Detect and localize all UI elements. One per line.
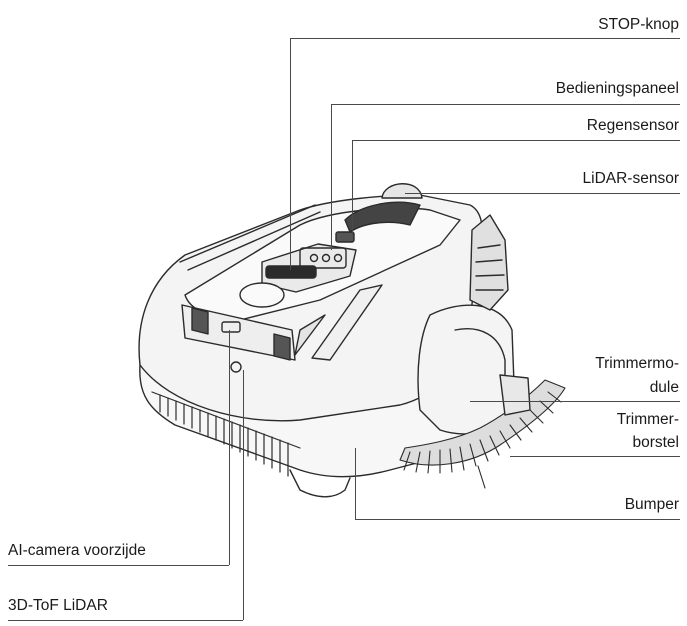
round-top-cap [239, 282, 285, 308]
label-trimmerborstel-line1: Trimmer- [616, 411, 679, 428]
right-vent [273, 333, 291, 361]
leader-bedieningspaneel-h [331, 104, 680, 105]
leader-stop-knop-v [290, 38, 291, 270]
label-ai-camera: AI-camera voorzijde [8, 542, 146, 559]
label-tof-lidar: 3D-ToF LiDAR [8, 597, 108, 614]
label-bumper: Bumper [624, 496, 679, 513]
lidar-dome [381, 183, 423, 199]
leader-trimmerborstel-h [510, 456, 680, 457]
stop-button [265, 265, 317, 279]
leader-lidar-sensor-h [405, 193, 680, 194]
leader-ai-camera-v [229, 330, 230, 565]
rain-sensor [335, 231, 355, 243]
leader-regensensor-v [352, 140, 353, 235]
label-trimmerborstel-line2: borstel [632, 434, 679, 451]
rear-wheel [469, 214, 509, 311]
top-grille [344, 201, 421, 233]
label-regensensor: Regensensor [586, 117, 679, 134]
leader-bumper-h [355, 519, 680, 520]
front-lidar-lens [230, 361, 242, 373]
side-body [417, 304, 516, 435]
front-comb [151, 391, 301, 477]
front-camera-window [221, 321, 241, 333]
leader-regensensor-h [352, 140, 680, 141]
left-vent [191, 307, 209, 335]
leader-tof-lidar-h [8, 620, 243, 621]
leader-ai-camera-h [8, 565, 229, 566]
leader-trimmermodule-h [470, 401, 680, 402]
leader-tof-lidar-v [243, 370, 244, 620]
label-trimmermodule-line2: dule [649, 379, 679, 396]
leader-bumper-v [355, 448, 356, 519]
trimmer-module-housing [499, 374, 531, 416]
leader-bedieningspaneel-v [331, 104, 332, 250]
label-lidar-sensor: LiDAR-sensor [582, 170, 679, 187]
leader-stop-knop-h [290, 38, 680, 39]
bumper-bottom [289, 469, 351, 498]
label-bedieningspaneel: Bedieningspaneel [555, 80, 679, 97]
label-stop-knop: STOP-knop [598, 16, 679, 33]
label-trimmermodule-line1: Trimmermo- [595, 355, 679, 372]
